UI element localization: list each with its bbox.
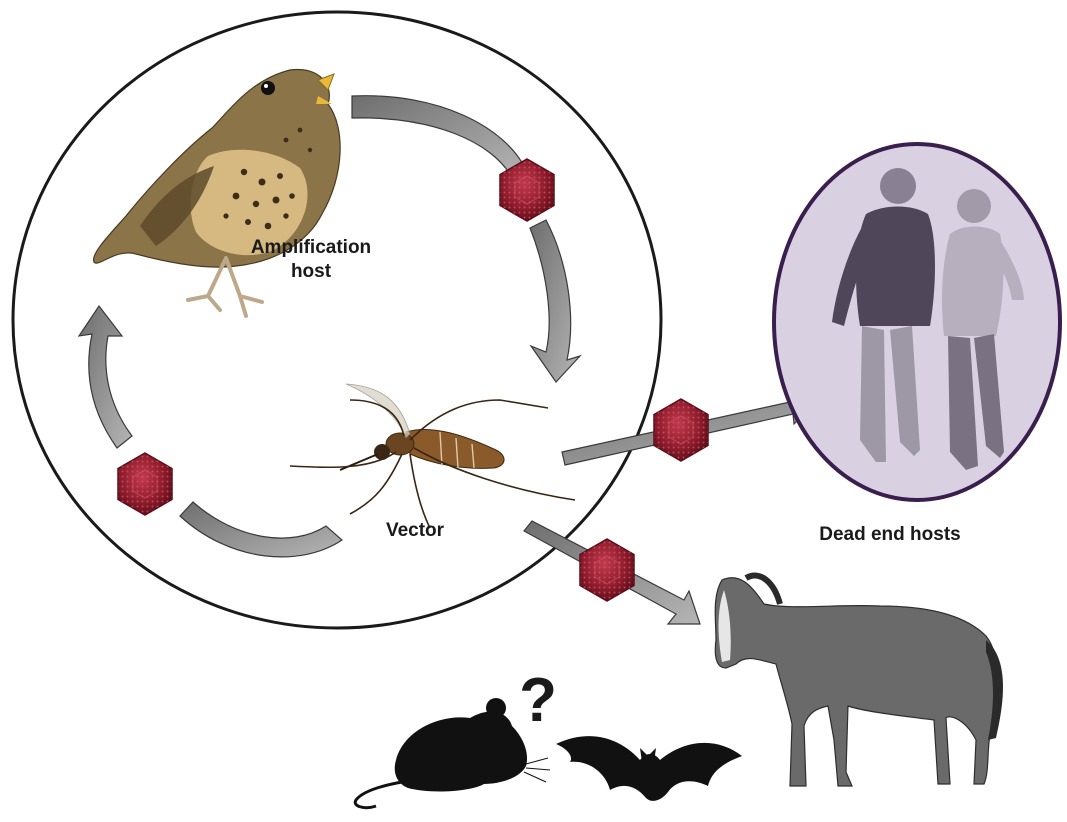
bat-silhouette-icon [556, 736, 742, 801]
vector-label: Vector [360, 519, 470, 543]
cycle-arrow-bird-to-mosquito [352, 96, 525, 176]
mosquito-icon [290, 384, 575, 528]
dead-end-hosts-label: Dead end hosts [790, 523, 990, 547]
virus-particle-left [118, 453, 172, 515]
virus-particle-to-humans [654, 399, 708, 461]
cycle-arrow-bird-to-mosquito-head [530, 220, 580, 382]
virus-particle-to-horse [580, 539, 634, 601]
question-mark-label: ? [508, 665, 568, 737]
cycle-arrow-mosquito-to-virus [180, 502, 342, 557]
horse-icon [715, 576, 1003, 786]
cycle-arrow-virus-to-bird [79, 306, 132, 448]
